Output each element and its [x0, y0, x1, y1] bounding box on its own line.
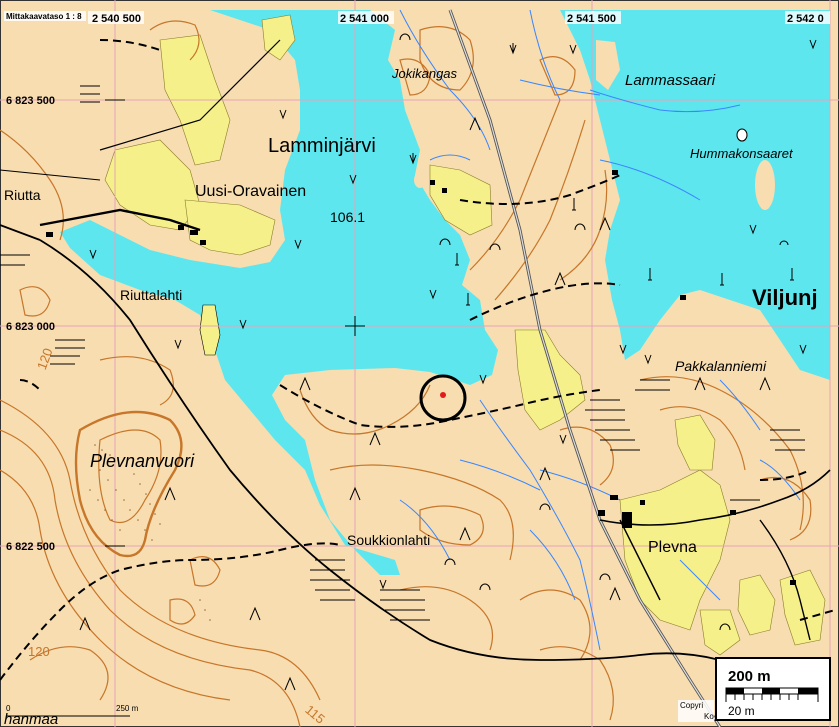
tracks — [0, 39, 836, 681]
scale-bar: 200 m 20 m — [715, 657, 831, 721]
streams — [399, 9, 801, 651]
coord-left-3: 6 822 500 — [6, 541, 55, 553]
coord-top-2: 2 541 000 — [340, 13, 389, 25]
lake-viljunjarvi — [560, 10, 830, 380]
label-uusi-oravainen: Uusi-Oravainen — [195, 183, 306, 200]
coord-left-1: 6 823 500 — [6, 95, 55, 107]
label-lammassaari: Lammassaari — [625, 72, 716, 89]
islet-2 — [414, 172, 426, 188]
copyright-bg — [678, 700, 714, 722]
coord-left-2: 6 823 000 — [6, 321, 55, 333]
label-lamminjarvi: Lamminjärvi — [268, 135, 376, 157]
coord-top-4: 2 542 0 — [787, 13, 824, 25]
scale-level-text: Mittakaavataso 1 : 8 — [6, 12, 82, 21]
buildings — [46, 170, 796, 585]
islet — [736, 128, 748, 142]
copyright-text: Copyri — [680, 701, 703, 710]
grid-crosses — [105, 99, 365, 547]
label-plevna: Plevna — [648, 539, 697, 556]
marsh-hatch — [0, 85, 805, 621]
label-riuttalahti: Riuttalahti — [120, 287, 182, 303]
target-marker[interactable] — [419, 374, 467, 422]
bottom-scale-zero: 0 — [6, 704, 11, 713]
label-riutta: Riutta — [4, 187, 41, 203]
contour-lines — [0, 20, 812, 727]
island-hummakonsaaret — [755, 160, 775, 210]
fields — [104, 14, 826, 656]
scale-bar-label-200m: 200 m — [728, 668, 771, 685]
vegetation-symbols — [79, 33, 817, 691]
copyright-text-2: Ko — [704, 712, 714, 721]
coord-top-3: 2 541 500 — [567, 13, 616, 25]
label-hanmaa: hanmaa — [4, 711, 58, 727]
scale-bar-label-20m: 20 m — [728, 704, 755, 718]
island-riuttalahti — [199, 304, 221, 356]
coordinate-labels: 2 540 500 2 541 000 2 541 500 2 542 0 6 … — [6, 11, 830, 553]
bottom-scale-250: 250 m — [116, 704, 139, 713]
contour-label-2: 120 — [28, 644, 50, 659]
label-plevnanvuori: Plevnanvuori — [90, 451, 195, 471]
label-lake-elevation: 106.1 — [330, 209, 365, 225]
contour-label-1: 120 — [34, 346, 56, 372]
roads — [0, 39, 831, 661]
lake-lamminjarvi — [60, 10, 498, 575]
label-soukkionlahti: Soukkionlahti — [347, 532, 430, 548]
place-labels: Lamminjärvi 106.1 Uusi-Oravainen Riutta … — [4, 66, 818, 727]
label-pakkalanniemi: Pakkalanniemi — [675, 358, 767, 374]
coord-top-1: 2 540 500 — [92, 13, 141, 25]
bottom-scale: 0 250 m — [6, 704, 139, 717]
rocky-area — [89, 444, 211, 621]
label-hummakonsaaret: Hummakonsaaret — [690, 146, 794, 161]
label-jokikangas: Jokikangas — [391, 66, 458, 81]
island-lammassaari — [596, 40, 620, 90]
scale-text-bg — [4, 11, 86, 21]
label-viljunj: Viljunj — [752, 285, 818, 310]
